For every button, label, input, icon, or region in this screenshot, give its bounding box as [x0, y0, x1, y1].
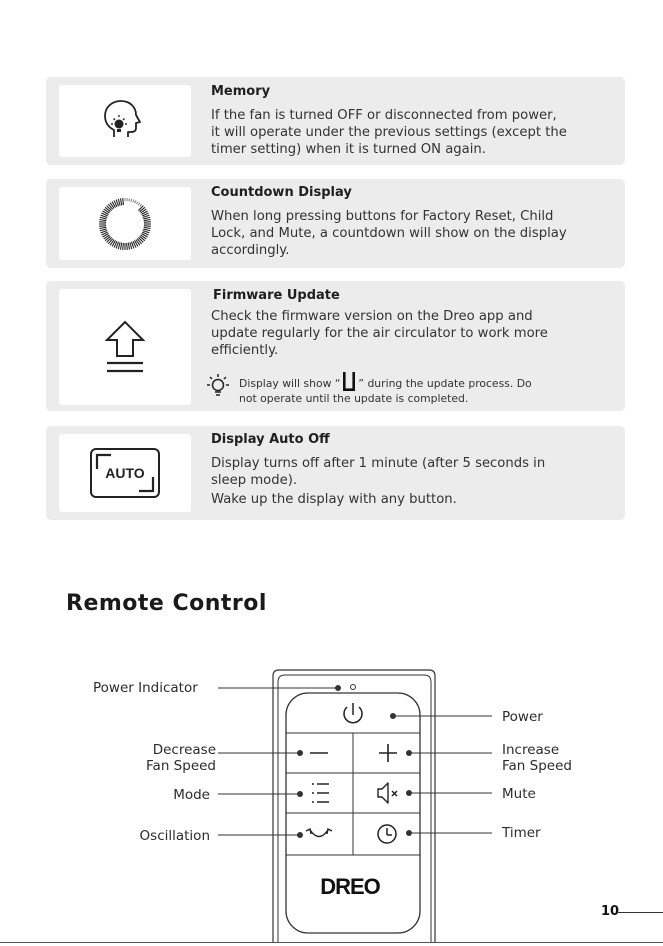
page-number: 10 [601, 904, 620, 919]
label-timer: Timer [502, 825, 541, 841]
update-arrow-icon [104, 320, 146, 373]
card-title: Memory [211, 84, 271, 99]
lightbulb-tip-icon [207, 374, 229, 396]
label-decrease-fan-speed: Decrease Fan Speed [146, 742, 216, 774]
feature-card-firmware: Firmware Update Check the firmware versi… [46, 281, 625, 411]
page-number-rule [617, 912, 663, 913]
countdown-ring-icon [99, 197, 151, 250]
icon-box [59, 85, 191, 157]
remote-diagram: DREO [218, 669, 492, 942]
card-title: Display Auto Off [211, 432, 330, 447]
card-body: Check the firmware version on the Dreo a… [211, 309, 548, 358]
power-icon[interactable] [343, 703, 363, 724]
card-title: Firmware Update [213, 288, 340, 303]
mode-list-icon[interactable] [312, 783, 329, 803]
label-increase-fan-speed: Increase Fan Speed [502, 742, 572, 774]
timer-clock-icon[interactable] [377, 824, 397, 844]
card-title: Countdown Display [211, 185, 352, 200]
tip-line: Display will show “” during the update p… [239, 371, 532, 393]
icon-box [59, 187, 191, 260]
auto-display-icon: AUTO [90, 448, 160, 498]
label-mute: Mute [502, 786, 536, 802]
card-body: If the fan is turned OFF or disconnected… [211, 108, 567, 157]
label-mode: Mode [173, 787, 210, 803]
update-digit-symbol-icon [343, 372, 356, 391]
oscillation-icon[interactable] [305, 827, 333, 838]
mute-speaker-icon[interactable] [377, 782, 398, 804]
svg-text:AUTO: AUTO [105, 465, 145, 481]
label-power-indicator: Power Indicator [93, 680, 198, 696]
feature-card-memory: Memory If the fan is turned OFF or disco… [46, 77, 625, 165]
icon-box: AUTO [59, 434, 191, 512]
feature-card-auto-off: AUTO Display Auto Off Display turns off … [46, 426, 625, 520]
increase-speed-button[interactable] [379, 744, 397, 762]
card-body: Display turns off after 1 minute (after … [211, 456, 546, 507]
card-body: When long pressing buttons for Factory R… [211, 209, 567, 258]
tip-line: not operate until the update is complete… [239, 392, 469, 405]
head-with-bulb-icon [104, 100, 141, 137]
dreo-logo: DREO [320, 874, 380, 899]
label-oscillation: Oscillation [139, 828, 210, 844]
footer-rule [0, 942, 663, 943]
section-title: Remote Control [66, 591, 267, 616]
icon-box [59, 289, 191, 405]
label-power: Power [502, 709, 543, 725]
feature-card-countdown: Countdown Display When long pressing but… [46, 179, 625, 268]
